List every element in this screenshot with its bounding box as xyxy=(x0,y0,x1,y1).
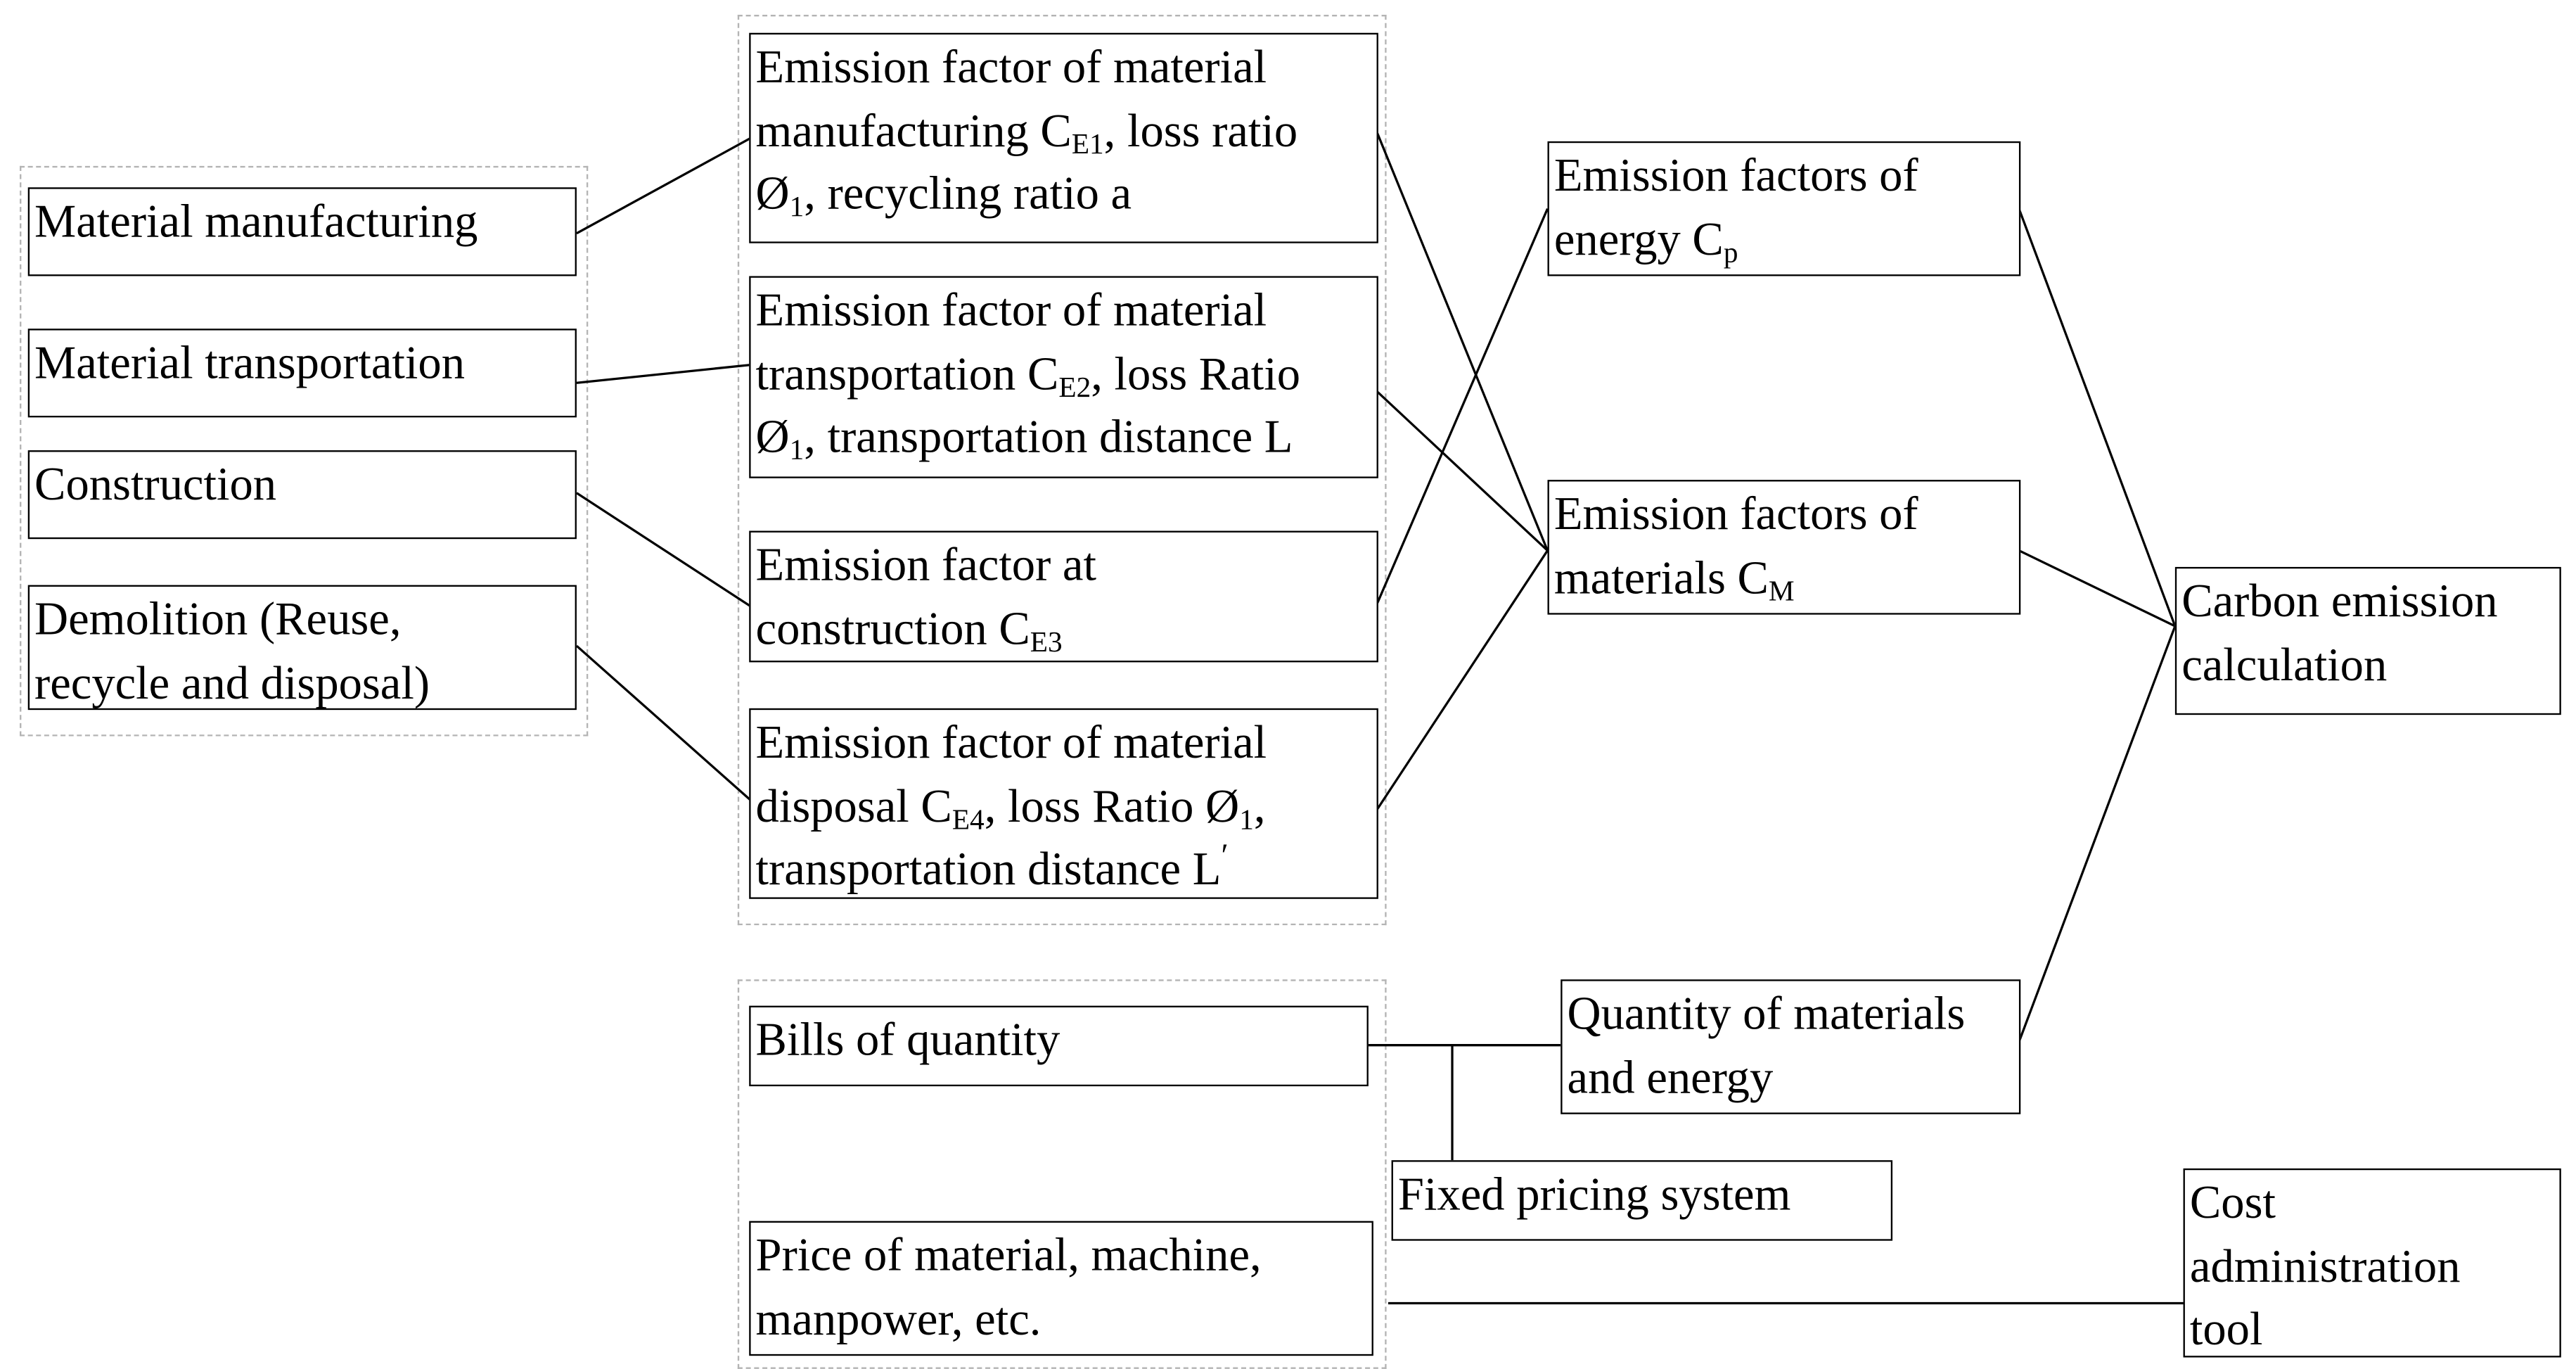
ef-text-line: Ø1, recycling ratio a xyxy=(756,165,1377,228)
connector-manufacturing xyxy=(576,136,752,235)
bills-of-quantity-box: Bills of quantity xyxy=(749,1005,1369,1087)
factor-text-line: energy Cp xyxy=(1554,210,2019,273)
lifecycle-stages-group xyxy=(20,165,589,737)
ef-text: manufacturing C xyxy=(755,106,1072,158)
stage-material-transportation: Material transportation xyxy=(27,329,577,418)
ef-subscript: E4 xyxy=(951,801,985,835)
ef-text-line: Emission factor of material xyxy=(755,718,1267,770)
ef-text: Ø xyxy=(755,169,790,221)
cost-tool-text-line: Cost xyxy=(2189,1178,2276,1230)
ef-construction-box: Emission factor at construction CE3 xyxy=(749,530,1378,663)
ef-manufacturing-box: Emission factor of material manufacturin… xyxy=(749,32,1378,243)
connector-demolition xyxy=(575,644,752,801)
fixed-pricing-box: Fixed pricing system xyxy=(1391,1160,1893,1241)
ef-text-line: Emission factor of material xyxy=(755,286,1267,337)
ef-text-line: construction CE3 xyxy=(756,599,1377,662)
factor-text-line: materials CM xyxy=(1554,548,2019,611)
factor-subscript: p xyxy=(1723,234,1738,268)
stage-material-manufacturing: Material manufacturing xyxy=(27,187,577,276)
price-box: Price of material, machine, manpower, et… xyxy=(749,1221,1373,1356)
ef-text-line: Emission factor of material xyxy=(755,42,1267,94)
ef-text: transportation distance L xyxy=(755,844,1222,896)
connector-materials-carbon xyxy=(2018,549,2176,628)
carbon-text-line: Carbon emission xyxy=(2181,576,2498,628)
ef-text-line: Ø1, transportation distance L xyxy=(756,407,1377,471)
cost-tool-text-line: tool xyxy=(2189,1304,2263,1356)
quantity-materials-energy-box: Quantity of materials and energy xyxy=(1561,979,2021,1114)
ef-text-line: manufacturing CE1, loss ratio xyxy=(756,101,1377,165)
price-text-line: manpower, etc. xyxy=(755,1294,1042,1346)
ef-text: construction C xyxy=(755,604,1030,655)
factor-text-line: Emission factors of xyxy=(1553,151,1918,203)
ef-text: , loss Ratio xyxy=(1091,349,1301,400)
connector-ef2-materials xyxy=(1376,390,1549,552)
emission-factors-group xyxy=(737,15,1387,926)
stage-label: Construction xyxy=(34,460,277,511)
connector-ef3-energy xyxy=(1376,208,1549,606)
ef-text: transportation C xyxy=(755,349,1059,400)
carbon-text-line: calculation xyxy=(2181,639,2388,692)
ef-subscript: E3 xyxy=(1030,624,1063,658)
factor-text: energy C xyxy=(1553,214,1724,266)
ef-superscript: ′ xyxy=(1221,838,1229,874)
carbon-calculation-box: Carbon emission calculation xyxy=(2174,566,2561,715)
ef-text: , loss ratio xyxy=(1103,106,1298,158)
ef-disposal-box: Emission factor of material disposal CE4… xyxy=(749,708,1378,899)
ef-text-line: transportation distance L′ xyxy=(756,840,1377,903)
cost-tool-text-line: administration xyxy=(2189,1241,2461,1293)
price-text-line: Price of material, machine, xyxy=(755,1230,1262,1282)
quantity-text-line: and energy xyxy=(1567,1052,1774,1104)
ef-subscript: 1 xyxy=(789,433,805,466)
ef-subscript: E2 xyxy=(1058,369,1091,403)
stage-label: Material manufacturing xyxy=(34,197,478,248)
ef-text-line: disposal CE4, loss Ratio Ø1, xyxy=(756,777,1377,840)
ef-text: , recycling ratio a xyxy=(804,169,1132,221)
stage-label-line: recycle and disposal) xyxy=(34,658,430,709)
connector-energy-carbon xyxy=(2018,208,2177,627)
bills-text: Bills of quantity xyxy=(755,1015,1060,1067)
ef-text-line: Emission factor at xyxy=(755,540,1096,592)
stage-construction: Construction xyxy=(27,450,577,540)
ef-subscript: 1 xyxy=(1239,801,1254,835)
cost-tool-box: Cost administration tool xyxy=(2183,1168,2561,1358)
stage-demolition: Demolition (Reuse, recycle and disposal) xyxy=(27,585,577,711)
ef-text: , loss Ratio Ø xyxy=(984,781,1240,833)
ef-text: , xyxy=(1253,781,1266,833)
stage-label: Material transportation xyxy=(34,338,466,390)
connector-ef4-materials xyxy=(1376,549,1549,811)
quantities-group xyxy=(737,979,1387,1369)
factor-subscript: M xyxy=(1768,573,1795,606)
factor-text-line: Emission factors of xyxy=(1553,490,1918,541)
ef-subscript: 1 xyxy=(789,189,805,223)
connector-ef1-materials xyxy=(1376,131,1549,552)
stage-label-line: Demolition (Reuse, xyxy=(34,594,402,647)
quantity-text-line: Quantity of materials xyxy=(1567,989,1966,1040)
ef-text: , transportation distance L xyxy=(804,412,1293,464)
material-factors-box: Emission factors of materials CM xyxy=(1547,480,2021,615)
factor-text: materials C xyxy=(1553,553,1769,604)
ef-subscript: E1 xyxy=(1071,126,1104,160)
energy-factors-box: Emission factors of energy Cp xyxy=(1547,141,2021,276)
ef-text: Ø xyxy=(755,412,790,464)
ef-transportation-box: Emission factor of material transportati… xyxy=(749,276,1378,478)
connector-transportation xyxy=(576,363,751,384)
connector-construction xyxy=(576,492,752,608)
ef-text: disposal C xyxy=(755,781,952,833)
fixed-pricing-text: Fixed pricing system xyxy=(1397,1170,1791,1221)
connector-quantity-carbon xyxy=(2018,625,2177,1043)
ef-text-line: transportation CE2, loss Ratio xyxy=(756,344,1377,407)
